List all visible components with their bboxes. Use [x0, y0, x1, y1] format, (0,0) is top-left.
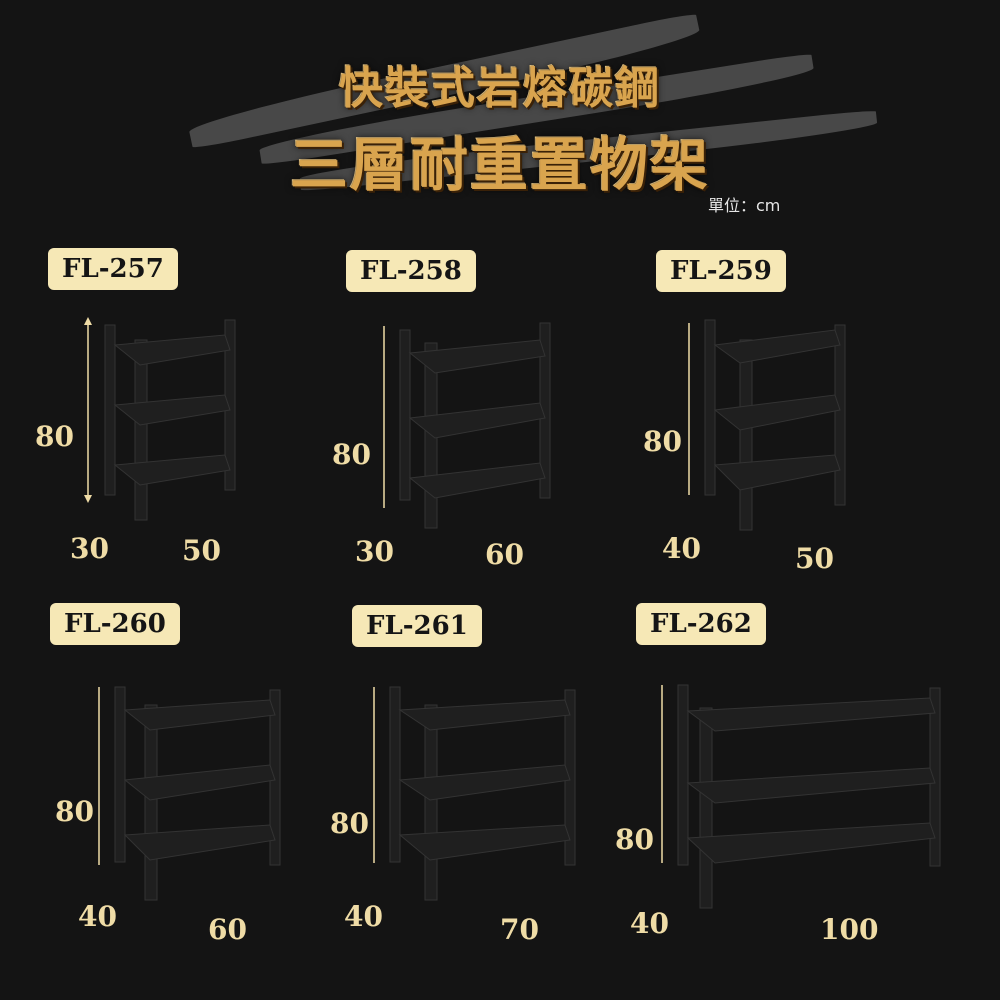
depth-dimension: 40: [78, 900, 117, 933]
height-dimension: 80: [55, 795, 94, 828]
product-card: FL-259 80 40 50: [640, 240, 940, 580]
title-line-2: 三層耐重置物架: [289, 131, 710, 199]
width-dimension: 60: [208, 913, 247, 946]
shelf-image: [661, 684, 941, 909]
height-dimension: 80: [643, 425, 682, 458]
model-badge: FL-260: [50, 603, 180, 645]
width-dimension: 50: [182, 534, 221, 567]
depth-dimension: 30: [70, 532, 109, 565]
product-card: FL-260 80 40 60: [40, 595, 340, 946]
product-card: FL-258 80 30 60: [330, 240, 630, 580]
model-badge: FL-262: [636, 603, 766, 645]
depth-dimension: 30: [355, 535, 394, 568]
depth-dimension: 40: [630, 907, 669, 940]
shelf-image: [98, 686, 281, 901]
width-dimension: 70: [500, 913, 539, 946]
width-dimension: 60: [485, 538, 524, 571]
product-card: FL-257 80 30 50: [30, 240, 330, 580]
model-badge: FL-257: [48, 248, 178, 290]
depth-dimension: 40: [662, 532, 701, 565]
width-dimension: 100: [820, 913, 879, 946]
width-dimension: 50: [795, 542, 834, 575]
height-dimension: 80: [615, 823, 654, 856]
height-dimension: 80: [330, 807, 369, 840]
depth-dimension: 40: [344, 900, 383, 933]
model-badge: FL-259: [656, 250, 786, 292]
model-badge: FL-261: [352, 605, 482, 647]
shelf-image: [84, 317, 236, 521]
shelf-image: [373, 686, 576, 901]
title-line-1: 快裝式岩熔碳鋼: [339, 63, 661, 114]
product-card: FL-262 80 40 100: [615, 595, 970, 946]
shelf-image: [383, 322, 551, 529]
height-dimension: 80: [35, 420, 74, 453]
unit-label: 單位：cm: [708, 196, 781, 215]
shelf-image: [688, 319, 846, 531]
model-badge: FL-258: [346, 250, 476, 292]
product-card: FL-261 80 40 70: [330, 595, 640, 946]
height-dimension: 80: [332, 438, 371, 471]
